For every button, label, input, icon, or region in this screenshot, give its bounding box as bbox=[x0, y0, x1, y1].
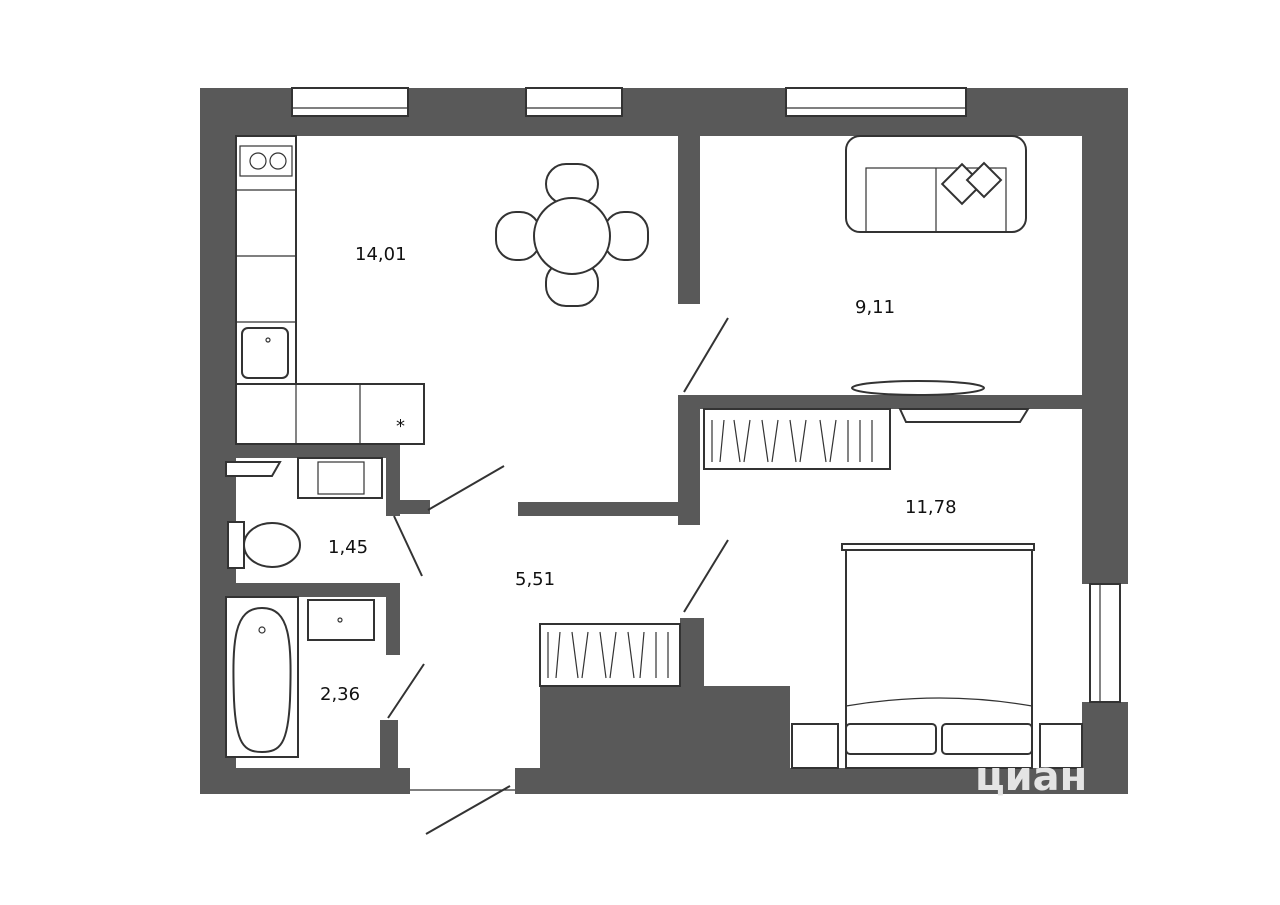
area-bath: 2,36 bbox=[320, 684, 360, 705]
washbasin-icon bbox=[307, 599, 375, 641]
sink-icon bbox=[241, 327, 289, 379]
area-wc: 1,45 bbox=[328, 537, 368, 558]
area-hall: 5,51 bbox=[515, 569, 555, 590]
door-wc bbox=[393, 515, 423, 577]
watermark-logo: циан bbox=[975, 754, 1087, 800]
door-living bbox=[683, 317, 729, 393]
washing-machine bbox=[297, 457, 383, 499]
door-entrance bbox=[425, 785, 511, 835]
hall-wardrobe bbox=[539, 623, 681, 687]
toilet-icon bbox=[243, 522, 301, 568]
living-furniture bbox=[845, 135, 1027, 396]
stove-icon bbox=[239, 145, 293, 177]
counter-bottom bbox=[235, 383, 425, 445]
window-bedroom bbox=[1089, 583, 1121, 703]
area-labels: 14,01 9,11 11,78 1,45 5,51 2,36 bbox=[320, 244, 957, 705]
wc-fixtures bbox=[225, 457, 383, 569]
wardrobe-bedroom bbox=[703, 408, 891, 470]
door-bedroom bbox=[683, 539, 729, 613]
dining-set bbox=[495, 163, 649, 307]
area-bedroom: 11,78 bbox=[905, 497, 957, 518]
tv-bedroom bbox=[898, 408, 1030, 423]
walls bbox=[200, 88, 1128, 794]
door-bath bbox=[387, 663, 425, 719]
bedroom-furniture bbox=[703, 408, 1083, 769]
window-kitchen-2 bbox=[525, 87, 623, 117]
appliance-marker: * bbox=[396, 416, 405, 437]
door-kitchen bbox=[427, 465, 505, 511]
windows bbox=[291, 87, 1121, 703]
bathtub-icon bbox=[232, 606, 292, 754]
doors bbox=[387, 317, 729, 835]
area-living: 9,11 bbox=[855, 297, 895, 318]
kitchen-furniture: * bbox=[235, 135, 425, 445]
bath-fixtures bbox=[225, 596, 375, 758]
tv bbox=[851, 380, 985, 396]
dining-table bbox=[533, 197, 611, 275]
area-kitchen: 14,01 bbox=[355, 244, 407, 265]
window-living bbox=[785, 87, 967, 117]
window-kitchen-1 bbox=[291, 87, 409, 117]
